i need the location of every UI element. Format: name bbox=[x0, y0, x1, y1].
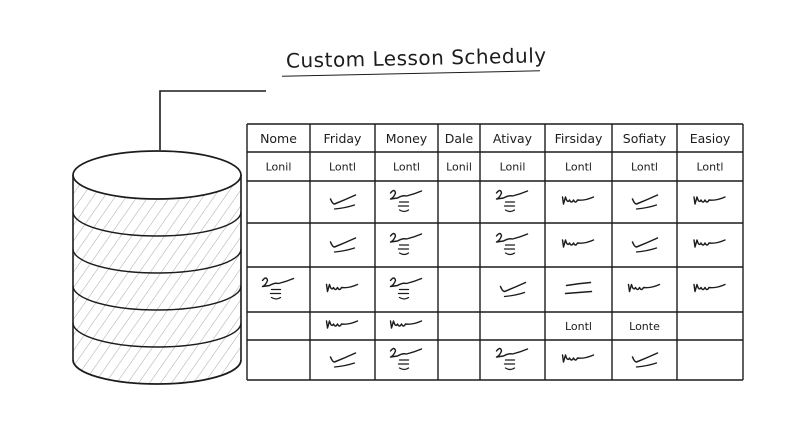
table-header-cell: Dale bbox=[445, 131, 474, 146]
scribble-mark bbox=[693, 196, 726, 205]
scribble-stack-mark bbox=[495, 347, 529, 371]
table-header-cell: Nome bbox=[260, 131, 297, 146]
check-mark bbox=[631, 194, 659, 210]
scribble-stack-mark bbox=[389, 232, 423, 256]
database-band bbox=[72, 359, 242, 385]
table-subheader-cell: Lontl bbox=[329, 161, 356, 174]
table-subheader-cell: Lontl bbox=[631, 161, 658, 174]
table-cell-text: Lontl bbox=[565, 320, 592, 333]
table-header-cell: Easioy bbox=[690, 131, 731, 146]
database-band bbox=[72, 322, 242, 348]
scribble-stack-mark bbox=[495, 232, 529, 256]
table-subheader-cell: Lontl bbox=[696, 161, 723, 174]
table-subheader-cell: Lonil bbox=[266, 161, 292, 174]
table-header-cell: Sofiaty bbox=[623, 131, 667, 146]
check-mark bbox=[499, 281, 527, 298]
scribble-mark bbox=[693, 283, 726, 293]
table-header-cell: Ativay bbox=[493, 131, 533, 146]
table-header-cell: Money bbox=[386, 131, 428, 146]
scribble-stack-mark bbox=[389, 347, 423, 371]
check-mark bbox=[631, 237, 659, 253]
scribble-mark bbox=[561, 239, 595, 248]
database-body-hatch bbox=[73, 175, 241, 384]
scribble-stack-mark bbox=[389, 277, 423, 300]
database-band bbox=[72, 248, 242, 274]
scribble-mark bbox=[325, 283, 359, 293]
scribble-mark bbox=[325, 320, 359, 329]
scribble-stack-mark bbox=[261, 277, 295, 300]
connector-line bbox=[159, 90, 266, 150]
table-header-cell: Friday bbox=[324, 131, 362, 146]
database-band bbox=[72, 285, 242, 311]
check-mark bbox=[329, 352, 357, 368]
scribble-mark bbox=[561, 354, 595, 363]
dash-mark bbox=[564, 281, 593, 295]
check-mark bbox=[631, 352, 659, 368]
check-mark bbox=[329, 237, 357, 253]
table-subheader-cell: Lonil bbox=[446, 161, 472, 174]
database-icon bbox=[72, 150, 242, 385]
scribble-stack-mark bbox=[389, 189, 423, 213]
database-band bbox=[72, 211, 242, 237]
table-subheader-cell: Lonil bbox=[500, 161, 526, 174]
table-subheader-cell: Lontl bbox=[393, 161, 420, 174]
table-header-cell: Firsiday bbox=[555, 131, 603, 146]
scribble-mark bbox=[561, 196, 595, 205]
scribble-stack-mark bbox=[495, 189, 529, 213]
check-mark bbox=[329, 194, 357, 210]
scribble-mark bbox=[627, 283, 661, 293]
database-top bbox=[72, 150, 242, 200]
schedule-table: Nome Friday Money Dale Ativay Firsiday Sofiaty… bbox=[246, 123, 744, 381]
table-cell-text: Lonte bbox=[629, 320, 660, 333]
scribble-mark bbox=[693, 239, 726, 248]
table-subheader-cell: Lontl bbox=[565, 161, 592, 174]
scribble-mark bbox=[389, 320, 423, 329]
